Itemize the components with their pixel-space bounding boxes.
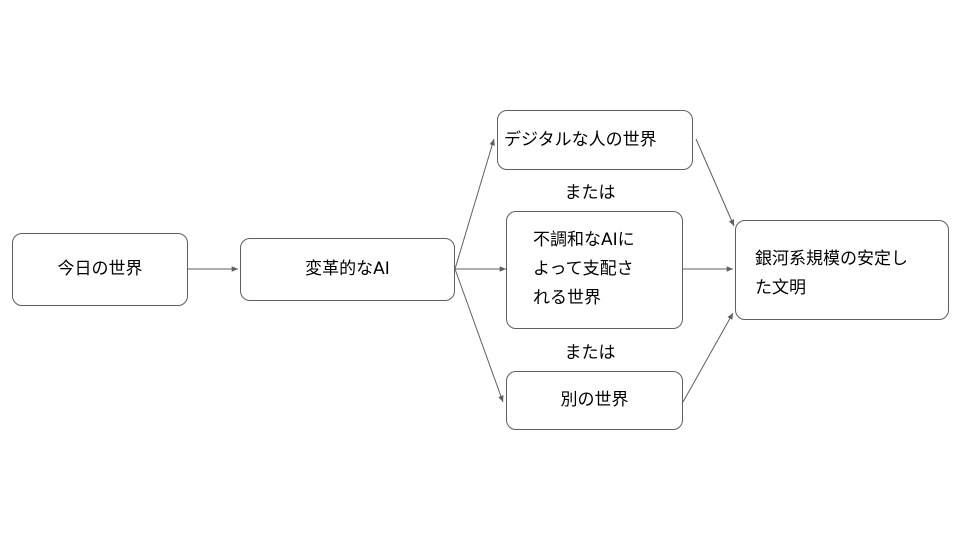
node-other-world-label: 別の世界 [560, 390, 629, 410]
or-label-lower: または [564, 343, 616, 363]
node-digital-people-world: デジタルな人の世界 [497, 110, 693, 170]
node-today-world-label: 今日の世界 [57, 259, 143, 279]
node-other-world: 別の世界 [506, 371, 683, 430]
node-transformative-ai: 変革的なAI [240, 238, 455, 301]
node-digital-people-world-label: デジタルな人の世界 [504, 129, 657, 150]
node-galaxy-civilization: 銀河系規模の安定し た文明 [735, 220, 949, 320]
edge-ai-to-digital [454, 138, 495, 270]
node-today-world: 今日の世界 [12, 233, 188, 306]
node-misaligned-ai-world: 不調和なAIに よって支配さ れる世界 [506, 211, 683, 329]
edge-other-to-galaxy [682, 312, 734, 403]
edge-ai-to-other [454, 268, 504, 403]
node-transformative-ai-label: 変革的なAI [305, 259, 390, 279]
edge-digital-to-galaxy [695, 138, 735, 227]
or-label-upper: または [564, 183, 616, 203]
